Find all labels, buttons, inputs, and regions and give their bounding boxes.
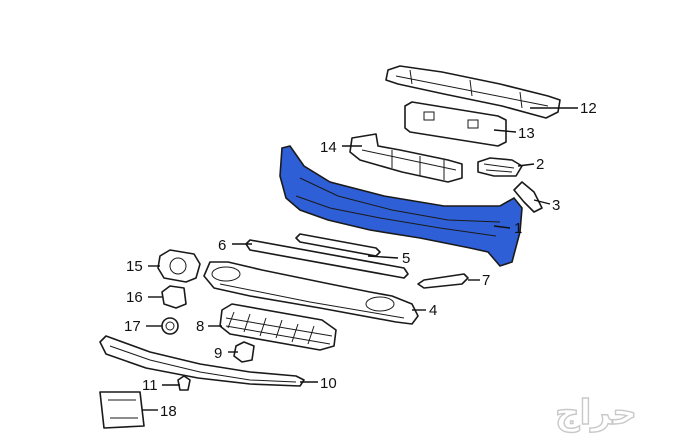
part-10-lower-valance xyxy=(99,335,305,387)
part-5-strip xyxy=(295,233,381,257)
part-13-absorber xyxy=(404,101,507,147)
callout-13: 13 xyxy=(518,125,535,142)
callout-14: 14 xyxy=(320,139,337,156)
part-2-bracket xyxy=(477,157,523,177)
part-18-license-bracket xyxy=(99,391,145,429)
part-1-bumper-cover xyxy=(279,145,523,267)
callout-18: 18 xyxy=(160,403,177,420)
callout-7: 7 xyxy=(482,272,490,289)
callout-16: 16 xyxy=(126,289,143,306)
part-11-clip xyxy=(177,375,191,391)
callout-11: 11 xyxy=(142,377,158,394)
callout-6: 6 xyxy=(218,237,226,254)
leader-lines xyxy=(142,107,578,411)
part-16-bezel-cap xyxy=(161,285,187,309)
callout-10: 10 xyxy=(320,375,337,392)
part-8-lower-grille xyxy=(219,303,337,351)
callout-8: 8 xyxy=(196,318,204,335)
callout-2: 2 xyxy=(536,156,544,173)
callout-3: 3 xyxy=(552,197,560,214)
part-17-fog-ring xyxy=(161,317,179,335)
part-6-trim-strip xyxy=(245,239,409,279)
callout-1: 1 xyxy=(514,220,522,237)
part-9-small-bezel xyxy=(233,341,255,363)
bumper-cover-shape xyxy=(279,145,523,267)
callout-4: 4 xyxy=(429,302,437,319)
part-15-fog-bezel xyxy=(157,249,201,283)
part-3-bracket xyxy=(513,181,543,213)
callout-17: 17 xyxy=(124,318,141,335)
callout-9: 9 xyxy=(214,345,222,362)
callout-15: 15 xyxy=(126,258,143,275)
part-12-reinforcement-beam xyxy=(385,65,561,119)
part-14-upper-bracket xyxy=(349,133,463,183)
watermark-logo: حراج xyxy=(555,393,637,433)
part-4-lower-fascia xyxy=(203,261,419,325)
callout-12: 12 xyxy=(580,100,597,117)
part-7-trim xyxy=(417,273,469,289)
callout-5: 5 xyxy=(402,250,410,267)
